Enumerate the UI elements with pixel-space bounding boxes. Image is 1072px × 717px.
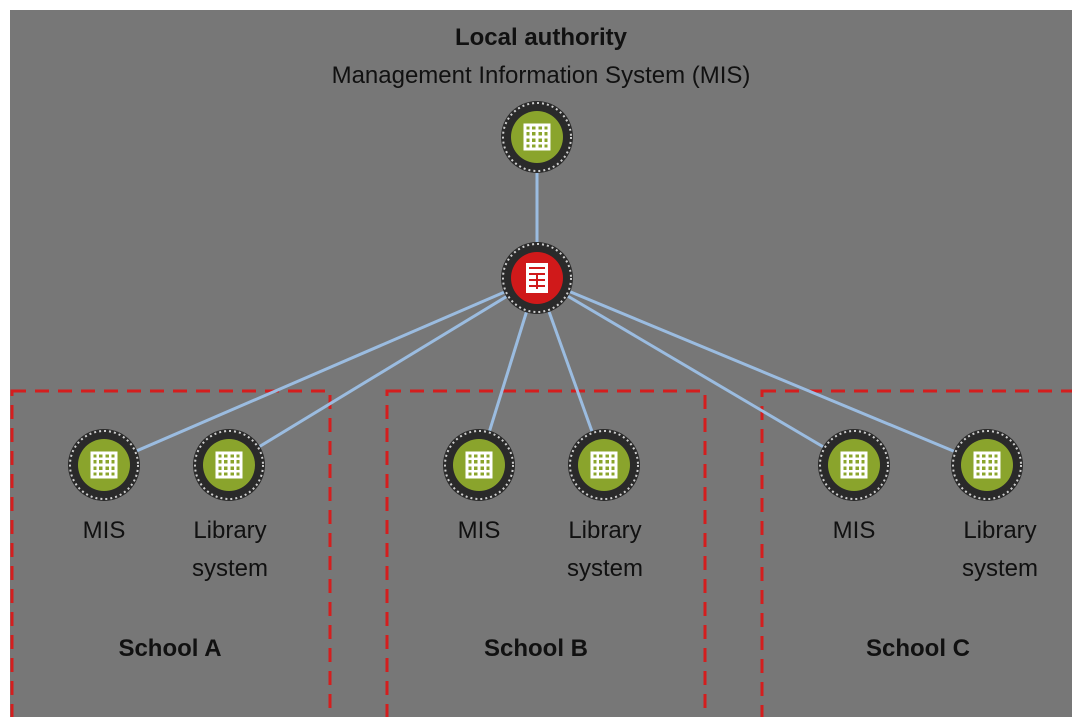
page-subtitle: Management Information System (MIS) — [331, 62, 751, 89]
connector-hub-school-c-library — [536, 276, 988, 467]
server-rack-icon — [526, 263, 548, 293]
school-b-library-node — [568, 429, 640, 501]
school-c-label: School C — [865, 635, 970, 662]
database-grid-icon — [465, 451, 493, 479]
school-b-library-label: Library system — [566, 517, 643, 582]
database-grid-icon — [90, 451, 118, 479]
school-c-mis-label: MIS — [832, 517, 876, 544]
school-c-boundary — [760, 389, 1072, 717]
database-grid-icon — [523, 123, 551, 151]
school-c-library-label: Library system — [961, 517, 1038, 582]
school-a-mis-label: MIS — [82, 517, 126, 544]
connector-hub-school-c-mis — [536, 276, 855, 467]
school-a-library-label: Library system — [191, 517, 268, 582]
page-title: Local authority — [454, 24, 628, 51]
school-b-boundary — [385, 389, 707, 717]
school-b-mis-node — [443, 429, 515, 501]
database-grid-icon — [590, 451, 618, 479]
database-grid-icon — [973, 451, 1001, 479]
school-a-library-node — [193, 429, 265, 501]
diagram-canvas: Local authority Management Information S… — [10, 10, 1072, 717]
connectors — [103, 173, 988, 467]
database-grid-icon — [840, 451, 868, 479]
network-diagram — [10, 101, 1072, 717]
connector-hub-school-a-library — [228, 276, 538, 467]
hub-server-node — [501, 242, 573, 314]
school-a-mis-node — [68, 429, 140, 501]
school-a-label: School A — [118, 635, 222, 662]
database-grid-icon — [215, 451, 243, 479]
school-b-label: School B — [483, 635, 588, 662]
school-c-library-node — [951, 429, 1023, 501]
school-c-mis-node — [818, 429, 890, 501]
connector-hub-school-a-mis — [103, 276, 538, 467]
central-mis-node — [501, 101, 573, 173]
school-b-mis-label: MIS — [457, 517, 501, 544]
school-a-boundary — [10, 389, 332, 717]
